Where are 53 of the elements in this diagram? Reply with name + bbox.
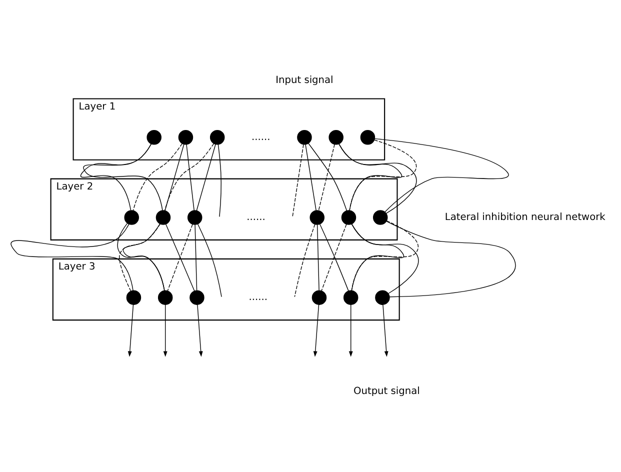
node-circle [310, 210, 324, 225]
connector [83, 144, 163, 211]
connector [132, 143, 183, 211]
connector [197, 224, 222, 298]
label: ...... [248, 292, 268, 304]
node-circle [156, 210, 171, 225]
connector [338, 144, 417, 214]
node-circle [190, 290, 204, 305]
label: Output signal [354, 386, 420, 398]
arrow [348, 304, 353, 357]
connector [294, 224, 316, 298]
node-circle [124, 210, 139, 225]
connector [318, 144, 335, 211]
node-circle [312, 290, 327, 305]
connector [196, 144, 216, 211]
connector [316, 224, 320, 291]
connector [305, 144, 316, 211]
node-circle [178, 130, 194, 145]
node-circle [360, 130, 376, 145]
node-circle [375, 290, 390, 305]
connector [194, 224, 198, 291]
connector [292, 144, 304, 218]
connector [386, 221, 516, 298]
node-circle [328, 130, 344, 145]
label: ...... [246, 212, 266, 224]
arrow [313, 304, 320, 357]
node-circle [146, 130, 162, 145]
node-circle [341, 210, 356, 225]
connector [164, 144, 184, 211]
arrow [163, 304, 168, 357]
node-circle [372, 210, 388, 225]
connector [308, 143, 348, 212]
arrow [382, 304, 388, 357]
connector [164, 143, 214, 211]
node-circle [210, 130, 225, 145]
label: ...... [252, 132, 270, 143]
connector [338, 144, 402, 211]
node-circle [187, 210, 202, 225]
connector [10, 224, 134, 291]
node-circle [158, 290, 173, 305]
node-circle [343, 290, 358, 305]
connector [374, 138, 509, 212]
connector [218, 144, 222, 218]
node-circle [126, 290, 142, 305]
arrow [197, 304, 203, 357]
node-circle [297, 130, 312, 145]
connector [349, 140, 417, 211]
arrow [128, 304, 134, 357]
connector [186, 144, 194, 211]
label: Lateral inhibition neural network [444, 212, 606, 224]
label: Input signal [276, 75, 334, 86]
connector [80, 144, 152, 211]
connector [351, 224, 404, 291]
